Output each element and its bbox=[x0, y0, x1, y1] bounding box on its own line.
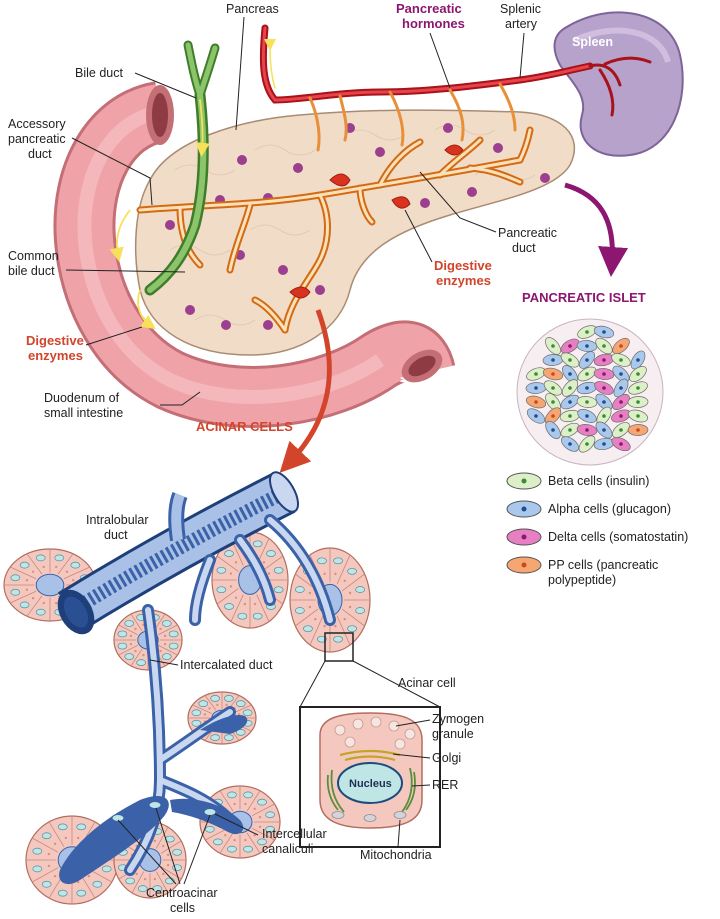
acinar-cell-zoom: Nucleus bbox=[299, 632, 441, 848]
islet-legend: Beta cells (insulin) Alpha cells (glucago… bbox=[506, 472, 688, 587]
intercalated-duct-leader bbox=[149, 659, 179, 666]
digestive-enzymes-center-1: Digestive bbox=[434, 258, 492, 273]
legend-label: PP cells (pancreatic bbox=[548, 558, 658, 572]
intercellular-canaliculi-label-2: canaliculi bbox=[262, 842, 313, 856]
duodenum-leader bbox=[160, 391, 201, 406]
digestive-enzymes-left-leader bbox=[85, 326, 143, 346]
digestive-enzymes-center-leader bbox=[404, 209, 433, 263]
centroacinar-leaders bbox=[117, 807, 211, 885]
legend-label: Alpha cells (glucagon) bbox=[548, 502, 671, 516]
accessory-duct-label-3: duct bbox=[28, 147, 52, 161]
splenic-artery-leader bbox=[519, 32, 525, 79]
bile-duct-leader bbox=[134, 72, 197, 99]
spleen-label: Spleen bbox=[572, 35, 613, 49]
intercellular-canaliculi-label-1: Intercellular bbox=[262, 827, 327, 841]
splenic-artery bbox=[259, 24, 652, 152]
bile-duct bbox=[144, 40, 220, 296]
legend-item: Alpha cells (glucagon) bbox=[506, 500, 671, 518]
zymogen-granule-label-2: granule bbox=[432, 727, 474, 741]
islet-cluster bbox=[516, 318, 664, 466]
acinar-cells-label: ACINAR CELLS bbox=[196, 419, 293, 434]
acinar-cell-label: Acinar cell bbox=[398, 676, 456, 690]
intercellular-canaliculi-leader bbox=[214, 813, 259, 836]
nucleus-label: Nucleus bbox=[349, 778, 392, 790]
acinar-lobule bbox=[3, 471, 371, 905]
islet-cells bbox=[525, 325, 649, 453]
accessory-duct-label-2: pancreatic bbox=[8, 132, 66, 146]
pancreatic-duct-label-1: Pancreatic bbox=[498, 226, 557, 240]
pancreatic-islet-label: PANCREATIC ISLET bbox=[522, 290, 646, 305]
zymogen-granule-label-1: Zymogen bbox=[432, 712, 484, 726]
centroacinar-label-1: Centroacinar bbox=[146, 886, 218, 900]
legend-item: Delta cells (somatostatin) bbox=[506, 528, 688, 546]
rer-leader bbox=[411, 784, 431, 787]
pancreatic-hormones-leader bbox=[429, 32, 451, 89]
mitochondria-label: Mitochondria bbox=[360, 848, 432, 862]
splenic-artery-label-2: artery bbox=[505, 17, 538, 31]
mitochondria-leader bbox=[397, 819, 401, 848]
rer-label: RER bbox=[432, 778, 458, 792]
pancreatic-hormones-label-1: Pancreatic bbox=[396, 1, 462, 16]
centroacinar-label-2: cells bbox=[170, 901, 195, 915]
bile-duct-label: Bile duct bbox=[75, 66, 123, 80]
legend-label: Delta cells (somatostatin) bbox=[548, 530, 688, 544]
zymogen-leader bbox=[395, 719, 431, 727]
splenic-artery-label-1: Splenic bbox=[500, 2, 541, 16]
enzyme-flow-arrows bbox=[109, 209, 156, 330]
common-bile-duct-label-2: bile duct bbox=[8, 264, 55, 278]
duodenum-label-1: Duodenum of bbox=[44, 391, 120, 405]
legend-item: Beta cells (insulin) bbox=[506, 472, 649, 490]
legend-label: polypeptide) bbox=[548, 573, 616, 587]
pancreas-leader bbox=[235, 16, 245, 131]
common-bile-duct-label-1: Common bbox=[8, 249, 59, 263]
duodenum-label-2: small intestine bbox=[44, 406, 123, 420]
golgi-leader bbox=[392, 753, 431, 759]
accessory-duct-label-1: Accessory bbox=[8, 117, 66, 131]
pancreatic-duct-leader bbox=[419, 171, 497, 233]
digestive-enzymes-center-2: enzymes bbox=[436, 273, 491, 288]
digestive-enzymes-left-1: Digestive bbox=[26, 333, 84, 348]
intralobular-duct-label-2: duct bbox=[104, 528, 128, 542]
acinar-arrow bbox=[279, 309, 332, 473]
golgi-label: Golgi bbox=[432, 751, 461, 765]
legend-label: Beta cells (insulin) bbox=[548, 474, 649, 488]
digestive-enzymes-left-2: enzymes bbox=[28, 348, 83, 363]
duodenum bbox=[53, 81, 456, 428]
common-bile-duct-leader bbox=[65, 269, 186, 273]
intercellular-canaliculi bbox=[59, 714, 248, 885]
pancreatic-hormones-label-2: hormones bbox=[402, 16, 465, 31]
intralobular-duct-label-1: Intralobular bbox=[86, 513, 149, 527]
pancreatic-duct-label-2: duct bbox=[512, 241, 536, 255]
accessory-duct-leader bbox=[71, 137, 153, 206]
intercalated-duct-label: Intercalated duct bbox=[180, 658, 273, 672]
pancreas-label: Pancreas bbox=[226, 2, 279, 16]
intralobular-duct bbox=[57, 471, 299, 635]
islet-arrow bbox=[564, 182, 629, 277]
